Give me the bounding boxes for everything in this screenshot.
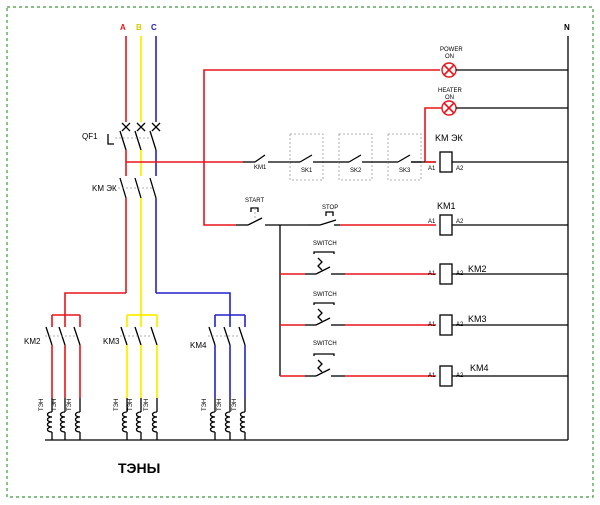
km-ek-main-contacts <box>118 177 157 199</box>
switch-label: SWITCH <box>313 241 337 247</box>
km3-main-label: KM3 <box>103 337 120 346</box>
power-lamp-label-2: ON <box>445 54 454 60</box>
heater-coil-label: ТЭН <box>52 399 58 411</box>
km1-coil <box>439 214 453 236</box>
km1-aux-contact <box>243 154 290 163</box>
thermostat-label: SK3 <box>399 168 411 174</box>
km-ek-main-label: KM ЭК <box>92 184 117 193</box>
km-ek-coil <box>439 151 453 173</box>
heater-coil: ТЭН <box>202 398 216 440</box>
km-ek-a1: A1 <box>428 166 436 172</box>
switch-label: SWITCH <box>313 292 337 298</box>
diagram-border <box>6 6 594 498</box>
km2-main-label: KM2 <box>24 337 41 346</box>
km3-heater-group <box>120 315 158 398</box>
km3-coil <box>439 314 453 336</box>
heater-on-lamp <box>441 100 457 116</box>
thermostat-3: SK3 <box>387 133 422 181</box>
breaker-qf1 <box>107 122 161 151</box>
stop-button-label: STOP <box>322 205 338 211</box>
km1-coil-label: KM1 <box>437 201 456 211</box>
heater-coil-label: ТЭН <box>114 399 120 411</box>
km-ek-coil-label: KM ЭК <box>435 133 463 143</box>
km2-coil <box>439 263 453 285</box>
km4-heater-group <box>208 315 246 398</box>
km3-coil-label: KM3 <box>468 314 487 324</box>
heater-elements: ТЭН ТЭН ТЭН ТЭН ТЭН ТЭН ТЭН ТЭН ТЭН <box>39 398 246 440</box>
heater-lamp-label-2: ON <box>445 95 454 101</box>
heater-coil-label: ТЭН <box>39 399 45 411</box>
km-ek-a2: A2 <box>456 166 464 172</box>
heater-coil: ТЭН <box>114 398 128 440</box>
heater-coil-label: ТЭН <box>202 399 208 411</box>
km1-a2: A2 <box>456 219 464 225</box>
km4-a1: A1 <box>428 373 436 379</box>
heater-coil: ТЭН <box>128 398 142 440</box>
heater-coil-label: ТЭН <box>144 399 150 411</box>
thermostat-1: SK1 <box>289 133 324 181</box>
heaters-title: ТЭНЫ <box>118 460 160 476</box>
start-button-label: START <box>245 198 264 204</box>
heater-coil-label: ТЭН <box>67 399 73 411</box>
km4-coil-label: KM4 <box>470 363 489 373</box>
heater-coil-label: ТЭН <box>232 399 238 411</box>
start-button <box>236 207 308 226</box>
heater-coil: ТЭН <box>67 398 81 440</box>
heater-coil: ТЭН <box>144 398 158 440</box>
power-on-lamp <box>441 62 457 78</box>
stop-button <box>308 211 340 226</box>
km3-a1: A1 <box>428 322 436 328</box>
thermostat-label: SK1 <box>301 168 313 174</box>
km4-coil <box>439 365 453 387</box>
thermostat-2: SK2 <box>338 133 373 181</box>
thermostat-chain: SK1 SK2 SK3 <box>289 133 422 181</box>
thermostat-label: SK2 <box>350 168 362 174</box>
km4-main-label: KM4 <box>190 341 207 350</box>
km2-a1: A1 <box>428 271 436 277</box>
heater-coil: ТЭН <box>52 398 66 440</box>
km1-a1: A1 <box>428 219 436 225</box>
phase-a-label: A <box>120 23 126 32</box>
power-lamp-label-1: POWER <box>440 47 463 53</box>
km2-heater-group <box>45 315 81 398</box>
heater-coil-label: ТЭН <box>128 399 134 411</box>
phase-c-label: C <box>151 23 157 32</box>
km1-aux-label: KM1 <box>254 165 267 171</box>
phase-b-label: B <box>136 23 142 32</box>
heater-coil: ТЭН <box>232 398 246 440</box>
heater-lamp-label-1: HEATER <box>438 88 463 94</box>
switch-label: SWITCH <box>313 341 337 347</box>
heater-coil: ТЭН <box>39 398 53 440</box>
km2-coil-label: KM2 <box>468 264 487 274</box>
breaker-label: QF1 <box>82 132 98 141</box>
heater-coil-label: ТЭН <box>217 399 223 411</box>
neutral-label: N <box>564 23 570 32</box>
heater-coil: ТЭН <box>217 398 231 440</box>
